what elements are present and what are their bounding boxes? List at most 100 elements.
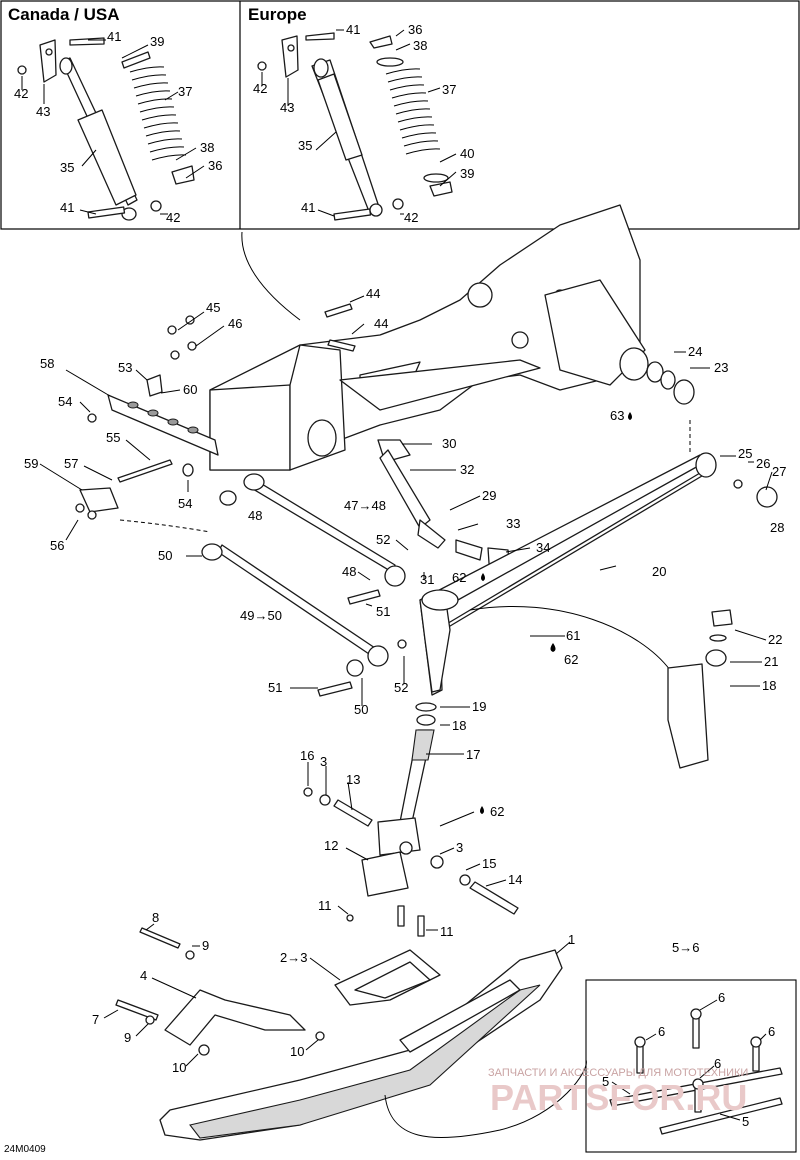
- callout-label: 52: [376, 532, 390, 547]
- callout-label: 3: [320, 754, 327, 769]
- spring-canada-usa: [121, 51, 195, 185]
- bushings-23-24: [646, 361, 695, 405]
- callout-label: 30: [442, 436, 456, 451]
- nuts-45-46: [167, 315, 197, 360]
- inset-leader: [241, 231, 301, 321]
- bolt-8: [139, 927, 195, 960]
- callout-label: 5: [742, 1114, 749, 1129]
- callout-label: 15: [482, 856, 496, 871]
- callout-label: 14: [508, 872, 522, 887]
- callout-label: 19: [472, 699, 486, 714]
- dashed-leader-59: [119, 519, 211, 533]
- watermark-text: ЗАПЧАСТИ И АКСЕССУАРЫ ДЛЯ МОТОТЕХНИКИ: [488, 1067, 748, 1079]
- spring-europe: [369, 35, 453, 197]
- callout-label: 36: [408, 22, 422, 37]
- callout-label: 63: [610, 408, 624, 423]
- callout-label: 25: [738, 446, 752, 461]
- callout-label: 62: [564, 652, 578, 667]
- upper-link-47: [219, 473, 406, 587]
- inset-title-europe: Europe: [248, 5, 307, 24]
- shock-absorber-canada-usa: [17, 37, 162, 221]
- callout-label: 48: [342, 564, 356, 579]
- ski-bracket-2: [334, 949, 441, 1006]
- frame-bolts: [324, 303, 356, 352]
- callout-label: 52: [394, 680, 408, 695]
- trailing-arm-20: [419, 452, 778, 696]
- ski-handle-4: [115, 989, 325, 1056]
- callout-label: 42: [253, 81, 267, 96]
- callout-labels: 41 39 42 43 37 35 38 36 41 42 36 41 38 4…: [14, 22, 786, 1129]
- diagram-code: 24M0409: [4, 1144, 46, 1155]
- callout-label: 60: [183, 382, 197, 397]
- callout-label: 53: [118, 360, 132, 375]
- lubricant-drop-icons: [480, 412, 632, 814]
- callout-label: 5: [602, 1074, 609, 1089]
- callout-label: 44: [374, 316, 388, 331]
- callout-label: 9: [124, 1030, 131, 1045]
- bracket-58: [107, 374, 219, 456]
- callout-label: 37: [178, 84, 192, 99]
- block-12: [361, 851, 409, 897]
- callout-label: 36: [208, 158, 222, 173]
- callout-label: 11: [440, 924, 454, 939]
- callout-label: 13: [346, 772, 360, 787]
- callout-label: 43: [36, 104, 50, 119]
- callout-label: 7: [92, 1012, 99, 1027]
- callout-label: 35: [60, 160, 74, 175]
- callout-label: 47→48: [344, 498, 386, 513]
- callout-label: 6: [768, 1024, 775, 1039]
- callout-label: 45: [206, 300, 220, 315]
- callout-label: 10: [290, 1044, 304, 1059]
- callout-label: 38: [413, 38, 427, 53]
- spindle-17: [377, 702, 437, 856]
- callout-label: 55: [106, 430, 120, 445]
- bolt-13: [303, 787, 519, 915]
- lower-link-49: [201, 543, 407, 697]
- callout-label: 38: [200, 140, 214, 155]
- bolts-11: [346, 905, 425, 937]
- callout-label: 12: [324, 838, 338, 853]
- leader-lines: [21, 29, 773, 1121]
- callout-label: 1: [568, 932, 575, 947]
- shock-absorber-europe: [257, 32, 404, 221]
- callout-label: 6: [718, 990, 725, 1005]
- callout-label: 20: [652, 564, 666, 579]
- callout-label: 32: [460, 462, 474, 477]
- callout-label: 42: [404, 210, 418, 225]
- callout-label: 21: [764, 654, 778, 669]
- callout-label: 24: [688, 344, 702, 359]
- callout-label: 18: [762, 678, 776, 693]
- callout-label: 44: [366, 286, 380, 301]
- leader-ski-runner: [384, 1059, 587, 1139]
- callout-label: 18: [452, 718, 466, 733]
- callout-label: 28: [770, 520, 784, 535]
- callout-label: 62: [452, 570, 466, 585]
- bracket-59: [75, 413, 194, 520]
- callout-label: 34: [536, 540, 550, 555]
- leader-20-inset: [469, 606, 671, 671]
- inset-title-canada-usa: Canada / USA: [8, 5, 119, 24]
- spindle-detail-18: [667, 609, 733, 769]
- callout-label: 37: [442, 82, 456, 97]
- callout-label: 41: [60, 200, 74, 215]
- watermark-logo: PARTSFOR.RU: [490, 1077, 747, 1118]
- callout-label: 5→6: [672, 940, 699, 955]
- callout-label: 3: [456, 840, 463, 855]
- callout-label: 29: [482, 488, 496, 503]
- drop-icon: [480, 806, 484, 814]
- callout-label: 9: [202, 938, 209, 953]
- callout-label: 43: [280, 100, 294, 115]
- callout-label: 22: [768, 632, 782, 647]
- drop-icon: [550, 643, 556, 652]
- callout-label: 23: [714, 360, 728, 375]
- callout-label: 16: [300, 748, 314, 763]
- callout-label: 17: [466, 747, 480, 762]
- callout-label: 54: [178, 496, 192, 511]
- callout-label: 56: [50, 538, 64, 553]
- callout-label: 35: [298, 138, 312, 153]
- callout-label: 41: [107, 29, 121, 44]
- callout-label: 50: [158, 548, 172, 563]
- callout-label: 49→50: [240, 608, 282, 623]
- callout-label: 57: [64, 456, 78, 471]
